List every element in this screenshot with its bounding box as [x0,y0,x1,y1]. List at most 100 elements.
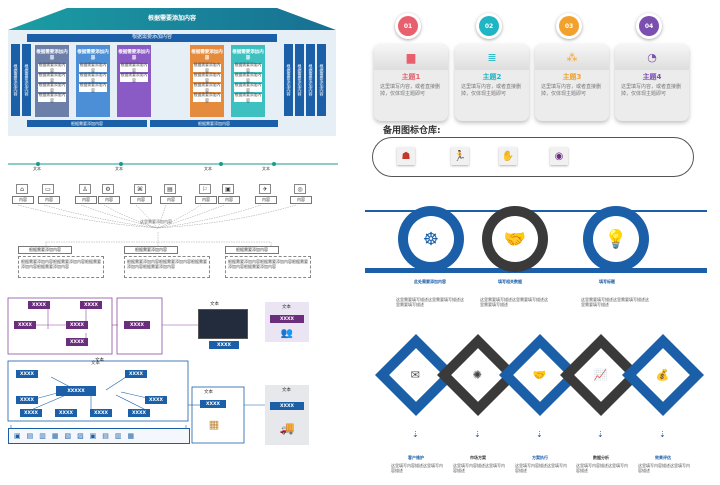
theme-2-number-badge: 02 [476,13,502,39]
tree-leaf-icon: ♙ [79,184,91,194]
diamond-2-body: 这里填写内容描述这里填写内容描述 [453,463,505,473]
down-arrow-icon: ⇣ [536,430,543,439]
module-3-item: 根据需要添加内容 [120,62,148,73]
module-4-item: 根据需要添加内容 [193,62,221,73]
tree-branch-label-4: 文本 [262,166,270,171]
bottom-icon-strip [8,428,190,444]
down-arrow-icon: ⇣ [659,430,666,439]
theme-3-number-badge: 03 [556,13,582,39]
tree-branch-label-2: 文本 [115,166,123,171]
diamond-2-label: 市场方案 [470,455,486,460]
side-column-right-4: 根据需要添加内容 [317,44,326,116]
steps-top-line [365,210,707,212]
module-4-item: 根据需要添加内容 [193,92,221,103]
side-column-left-2: 根据需要添加内容 [22,44,31,116]
tree-leaf-icon: ⌘ [134,184,146,194]
tree-leaf-box: 内容 [38,196,60,204]
module-2-item: 根据需要添加内容 [79,72,107,83]
diamond-3-body: 这里填写内容描述这里填写内容描述 [515,463,567,473]
theme-2-title: 主题2 [482,73,502,81]
tree-leaf-box: 内容 [255,196,277,204]
network-label-1: 文本 [95,358,104,363]
tree-leaf-box: 内容 [218,196,240,204]
module-2-item: 根据需要添加内容 [79,62,107,73]
network-center-node: XXXXX [56,386,96,396]
module-5-item: 根据需要添加内容 [234,92,262,103]
module-5-item: 根据需要添加内容 [234,62,262,73]
footer-bar-left: 根据需要添加内容 [27,120,147,127]
step-2-ring: 🤝 [482,206,548,272]
module-5: 根据需要添加内容根据需要添加内容根据需要添加内容根据需要添加内容根据需要添加内容 [231,45,265,117]
tree-leaf-box: 内容 [130,196,152,204]
module-5-item: 根据需要添加内容 [234,82,262,93]
tree-leaf-icon: ⚙ [102,184,114,194]
architecture-header-bar: 根据需要添加内容 [27,34,277,42]
step-3-label: 填写标题 [599,279,615,284]
steps-bottom-track [365,268,707,273]
tree-card-3-body: 根据需要添加内容根据需要添加内容根据需要添加内容根据需要添加内容 [225,256,311,278]
pie-chart-icon: ◔ [615,44,689,70]
logistics-panel [265,385,309,445]
step-3-ring: 💡 [583,206,649,272]
network-label-6: 文本 [282,388,291,393]
diamond-2-inner: ✺ [451,348,505,402]
tree-middle-label: 这里需要添加内容 [140,219,172,224]
theme-1-number: 01 [398,16,418,36]
step-2-label: 填写相关数据 [498,279,522,284]
diamond-1-inner: ✉ [389,348,443,402]
tree-card-2-body: 根据需要添加内容根据需要添加内容根据需要添加内容根据需要添加内容 [124,256,210,278]
tree-leaf-icon: ⚐ [199,184,211,194]
network-label-5: 文本 [204,390,213,395]
module-1-title: 根据需要添加内容 [36,50,68,61]
runner-icon: 🏃 [451,147,469,165]
truck-icon: 🚚 [279,421,295,435]
stack-icon: ≣ [455,44,529,70]
globe-person-icon: ◉ [550,147,568,165]
tree-connectors [8,162,338,246]
module-4-item: 根据需要添加内容 [193,82,221,93]
module-3-item: 根据需要添加内容 [120,72,148,83]
device-screen-image [198,309,248,339]
network-node-b8: XXXX [128,409,150,417]
module-3-title: 根据需要添加内容 [118,50,150,61]
theme-card-2: ≣ 主题2 这里填写内容，或者直接删掉，仅体现主题即可 [455,44,529,121]
theme-3-body: 这里填写内容，或者直接删掉，仅体现主题即可 [541,84,602,97]
tree-leaf-box: 内容 [75,196,97,204]
chart-up-icon: 📈 [594,368,608,382]
theme-2-number: 02 [479,16,499,36]
architecture-title: 根据需要添加内容 [8,8,336,30]
network-node-p5: XXXX [66,338,88,346]
module-4-title: 根据需要添加内容 [191,50,223,61]
module-2: 根据需要添加内容根据需要添加内容根据需要添加内容根据需要添加内容 [76,45,110,117]
module-2-item: 根据需要添加内容 [79,82,107,93]
tree-leaf-icon: ✈ [259,184,271,194]
network-icon: ⁂ [535,44,609,70]
tree-leaf-icon: ▭ [42,184,54,194]
network-node-b3: XXXX [16,396,38,404]
diamond-4-body: 这里填写内容描述这里填写内容描述 [576,463,628,473]
diamond-4-inner: 📈 [574,348,628,402]
tree-leaf-icon: ⌂ [16,184,28,194]
theme-2-body: 这里填写内容，或者直接删掉，仅体现主题即可 [461,84,522,97]
network-node-b2: XXXX [125,370,147,378]
module-3: 根据需要添加内容根据需要添加内容根据需要添加内容 [117,45,151,117]
tree-branch-label-3: 文本 [204,166,212,171]
handshake-icon: 🤝 [533,368,547,382]
side-column-right-2: 根据需要添加内容 [295,44,304,116]
theme-1-body: 这里填写内容，或者直接删掉，仅体现主题即可 [380,84,441,97]
down-arrow-icon: ⇣ [474,430,481,439]
device-icons-row: ▣▤▥▦▧▨▣▤▥▦ [14,432,141,440]
side-column-right-1: 根据需要添加内容 [284,44,293,116]
diamond-5-inner: 💰 [636,348,690,402]
step-1-body: 这里需要填写描述这里需要填写描述这里需要填写描述 [396,297,464,307]
network-node-p3: XXXX [14,321,36,329]
tree-leaf-icon: ▤ [164,184,176,194]
diamond-5-label: 效果评估 [655,455,671,460]
theme-4-title: 主题4 [642,73,662,81]
tree-card-3-title: 根据需要添加内容 [225,246,279,254]
brain-icon: ☸ [408,216,454,262]
network-node-screen: XXXX [209,341,239,349]
network-node-b4: XXXX [145,396,167,404]
